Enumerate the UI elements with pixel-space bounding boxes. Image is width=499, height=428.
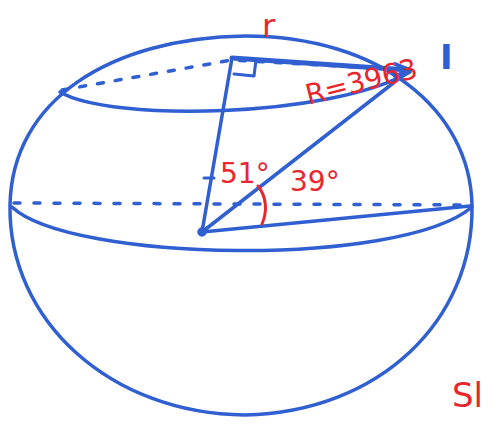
center-dot xyxy=(199,229,205,235)
equator-radius xyxy=(202,206,470,232)
axis-line xyxy=(202,58,232,232)
angle-label: 39° xyxy=(290,168,340,196)
equator-front xyxy=(12,207,472,251)
equator-back xyxy=(14,203,470,205)
radius-label: r xyxy=(262,10,275,42)
page-note: Sl xyxy=(452,378,483,412)
angle-label: 51° xyxy=(220,160,270,188)
angle-arc xyxy=(258,186,265,224)
point-marker: I xyxy=(440,40,453,74)
right-angle-mark xyxy=(234,60,256,76)
sphere-outline xyxy=(10,36,472,415)
angle-tick xyxy=(204,177,214,180)
